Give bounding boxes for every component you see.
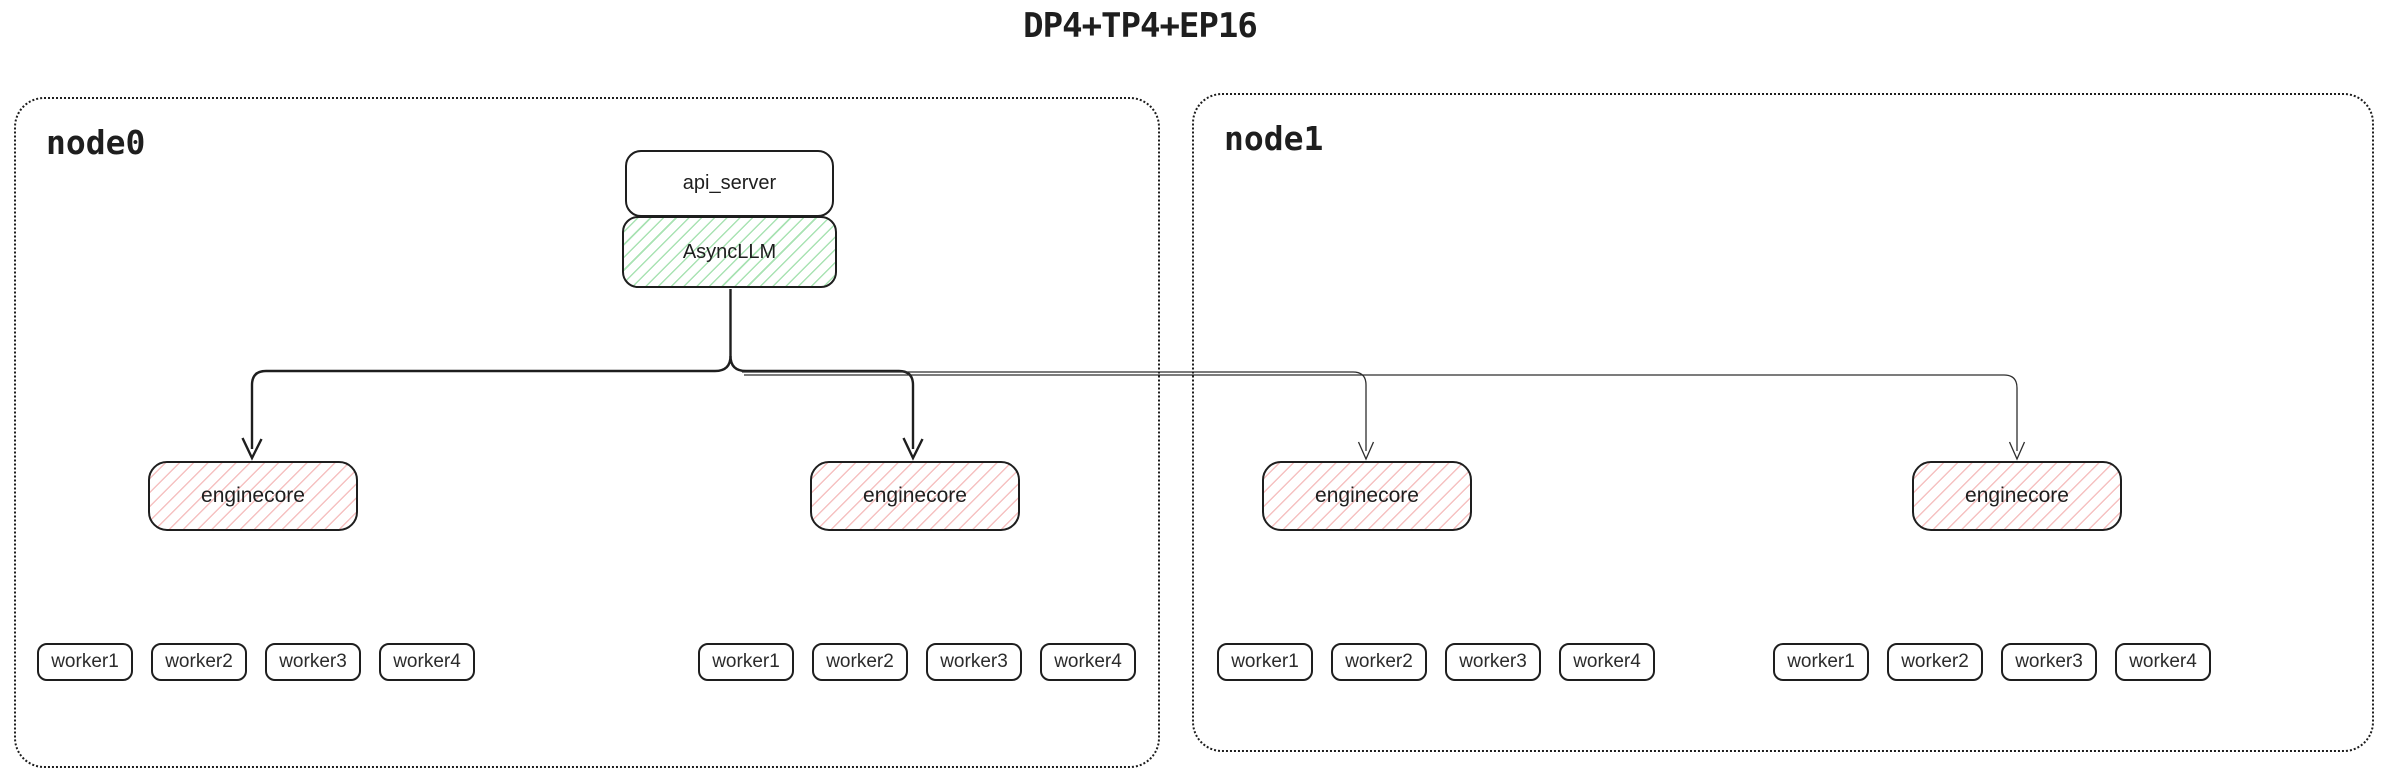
worker-label: worker4	[393, 651, 461, 672]
worker-label: worker4	[2129, 651, 2197, 672]
enginecore-label: enginecore	[1965, 484, 2069, 507]
api-server-label: api_server	[682, 172, 777, 194]
worker-box: worker2	[151, 643, 247, 681]
worker-box: worker3	[926, 643, 1022, 681]
worker-group-2: worker1 worker2 worker3 worker4	[698, 643, 1136, 681]
worker-box: worker3	[1445, 643, 1541, 681]
enginecore-box-4: enginecore	[1912, 461, 2122, 531]
worker-box: worker4	[1040, 643, 1136, 681]
enginecore-box-2: enginecore	[810, 461, 1020, 531]
node1-label: node1	[1224, 119, 1324, 158]
asyncllm-box: AsyncLLM	[622, 216, 837, 288]
worker-label: worker3	[940, 651, 1008, 672]
worker-label: worker2	[826, 651, 894, 672]
diagram-title: DP4+TP4+EP16	[1023, 6, 1258, 46]
worker-group-3: worker1 worker2 worker3 worker4	[1217, 643, 1655, 681]
worker-box: worker2	[1331, 643, 1427, 681]
worker-box: worker3	[265, 643, 361, 681]
api-server-box: api_server	[625, 150, 834, 217]
worker-box: worker2	[812, 643, 908, 681]
node0-label: node0	[46, 123, 146, 162]
worker-box: worker3	[2001, 643, 2097, 681]
worker-label: worker2	[1901, 651, 1969, 672]
enginecore-label: enginecore	[863, 484, 967, 507]
worker-label: worker2	[1345, 651, 1413, 672]
worker-label: worker1	[1787, 651, 1855, 672]
worker-label: worker1	[1231, 651, 1299, 672]
worker-box: worker1	[1217, 643, 1313, 681]
worker-box: worker1	[698, 643, 794, 681]
enginecore-box-1: enginecore	[148, 461, 358, 531]
enginecore-box-3: enginecore	[1262, 461, 1472, 531]
node0-container: node0	[14, 97, 1160, 768]
worker-group-4: worker1 worker2 worker3 worker4	[1773, 643, 2211, 681]
enginecore-label: enginecore	[201, 484, 305, 507]
worker-label: worker4	[1054, 651, 1122, 672]
worker-label: worker1	[51, 651, 119, 672]
worker-box: worker1	[1773, 643, 1869, 681]
asyncllm-label: AsyncLLM	[682, 240, 777, 263]
worker-box: worker4	[1559, 643, 1655, 681]
worker-label: worker2	[165, 651, 233, 672]
worker-box: worker4	[379, 643, 475, 681]
node1-container: node1	[1192, 93, 2374, 752]
worker-group-1: worker1 worker2 worker3 worker4	[37, 643, 475, 681]
worker-label: worker1	[712, 651, 780, 672]
worker-label: worker3	[1459, 651, 1527, 672]
worker-box: worker1	[37, 643, 133, 681]
worker-box: worker2	[1887, 643, 1983, 681]
worker-box: worker4	[2115, 643, 2211, 681]
worker-label: worker3	[2015, 651, 2083, 672]
worker-label: worker4	[1573, 651, 1641, 672]
enginecore-label: enginecore	[1315, 484, 1419, 507]
worker-label: worker3	[279, 651, 347, 672]
